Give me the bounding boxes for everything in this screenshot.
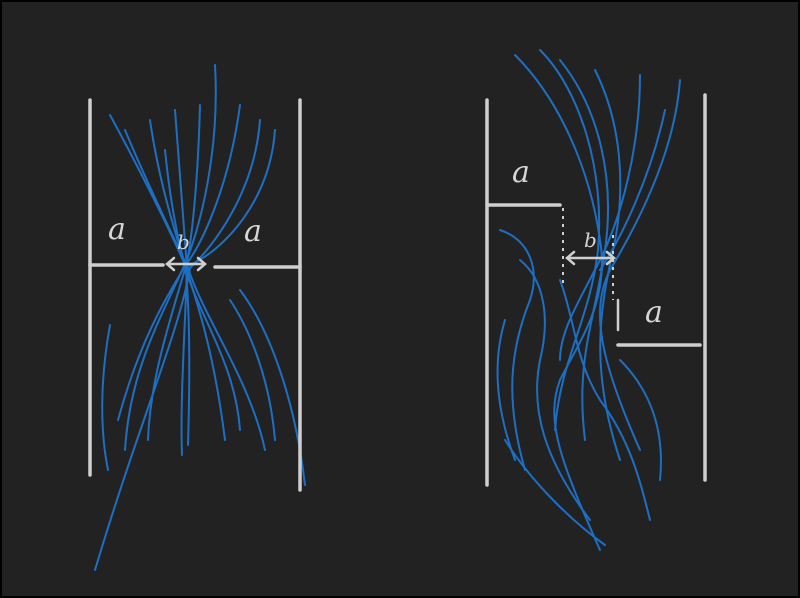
right-label-a: a xyxy=(244,214,262,249)
gap-label-b: b xyxy=(584,228,597,252)
left-flow-lines xyxy=(94,64,306,571)
left-label-b: b xyxy=(177,230,190,254)
upper-label-a: a xyxy=(512,155,530,190)
right-flow-lines xyxy=(496,49,681,551)
left-label-a: a xyxy=(108,212,126,247)
lower-label-a: a xyxy=(645,295,663,330)
left-walls xyxy=(88,98,302,492)
right-walls xyxy=(485,93,707,487)
